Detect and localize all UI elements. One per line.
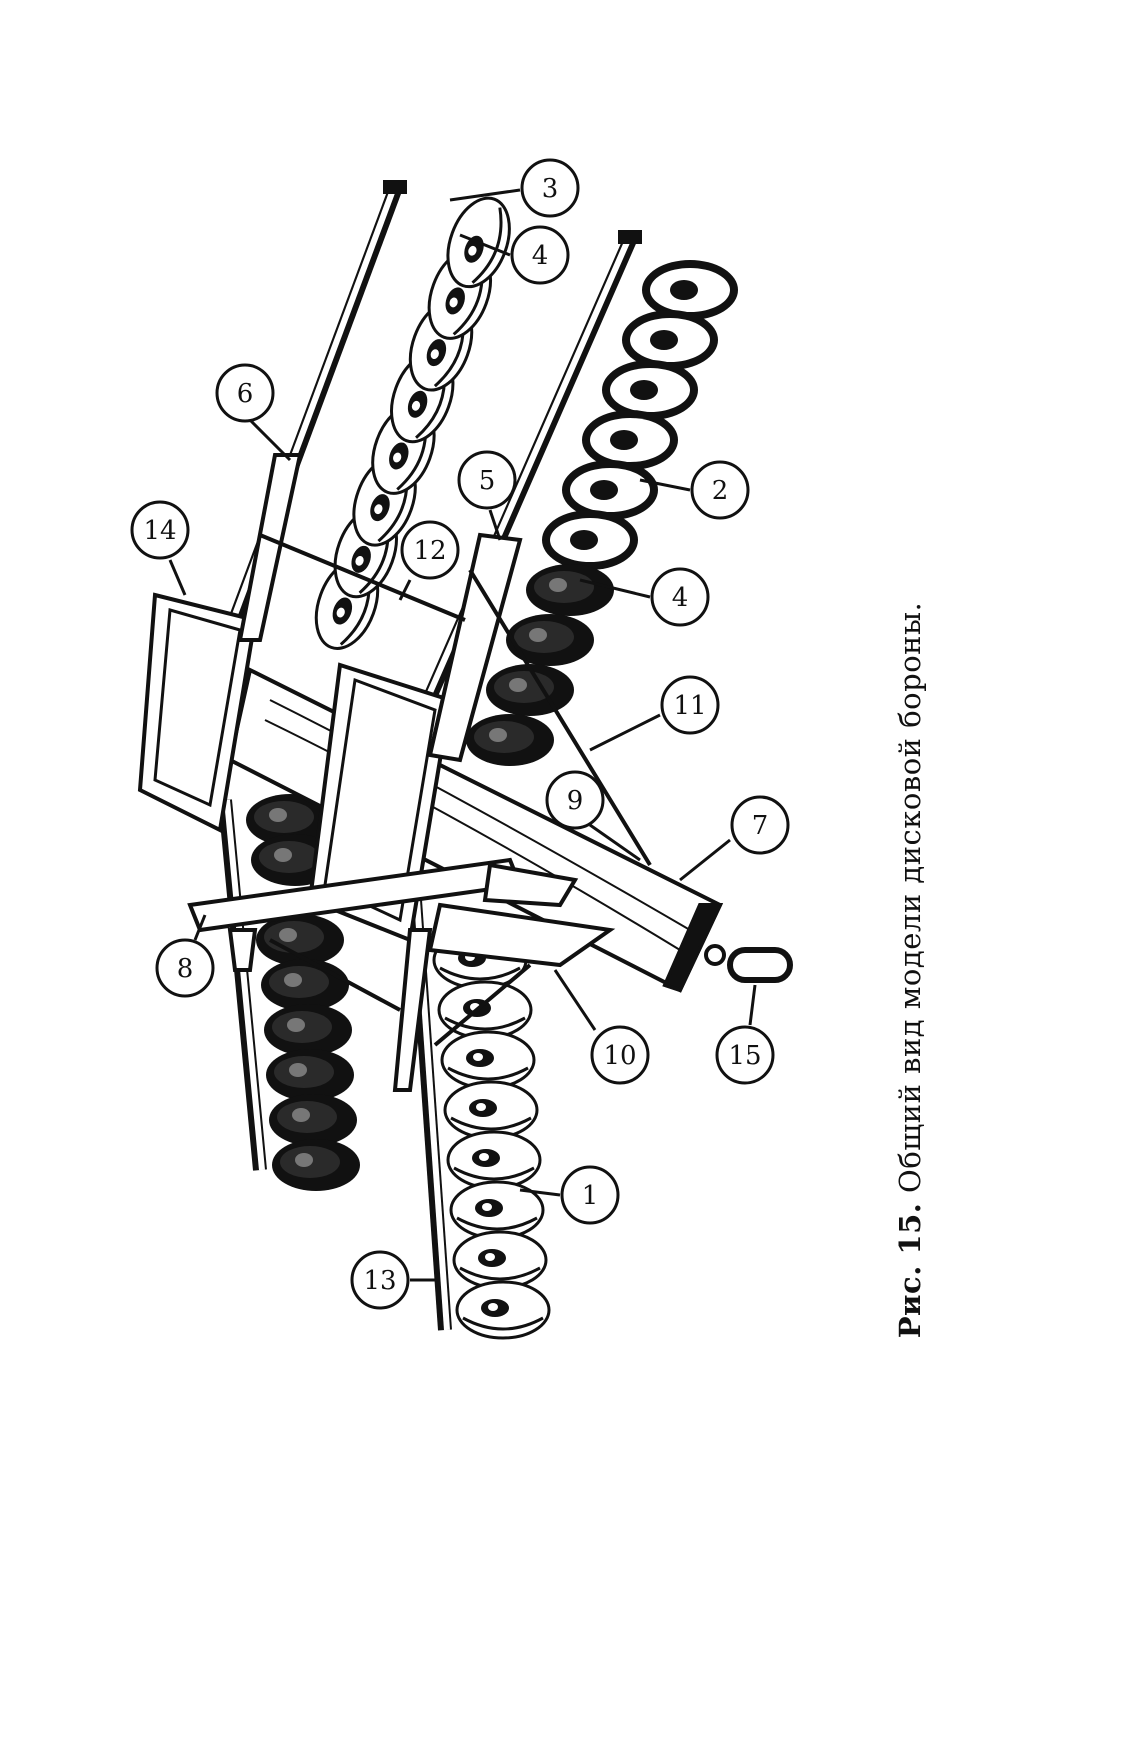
svg-text:13: 13 bbox=[363, 1266, 396, 1296]
lower-left-disc-gang bbox=[218, 794, 360, 1191]
callout-4a: 4 bbox=[459, 225, 570, 285]
svg-text:2: 2 bbox=[712, 476, 729, 506]
svg-text:4: 4 bbox=[672, 583, 689, 613]
figure-caption-container: Рис. 15. Общий вид модели дисковой борон… bbox=[880, 602, 940, 1339]
figure-caption: Рис. 15. Общий вид модели дисковой борон… bbox=[893, 602, 927, 1339]
callout-2: 2 bbox=[639, 460, 750, 520]
callout-11: 11 bbox=[589, 675, 720, 752]
caption-prefix: Рис. 15. bbox=[893, 1202, 927, 1339]
caption-text: Общий вид модели дисковой бороны. bbox=[893, 601, 927, 1193]
callout-5: 5 bbox=[457, 450, 517, 541]
callout-10: 10 bbox=[553, 969, 650, 1085]
svg-text:3: 3 bbox=[542, 174, 559, 204]
callout-7: 7 bbox=[679, 795, 790, 882]
callout-12: 12 bbox=[398, 520, 460, 601]
svg-text:1: 1 bbox=[582, 1181, 599, 1211]
callout-13: 13 bbox=[350, 1250, 435, 1310]
callouts: 1 2 3 4 4 5 6 7 8 9 10 11 12 13 14 bbox=[130, 158, 790, 1310]
callout-3: 3 bbox=[449, 158, 580, 218]
svg-text:9: 9 bbox=[567, 786, 584, 816]
callout-4b: 4 bbox=[579, 567, 710, 627]
svg-text:15: 15 bbox=[728, 1041, 761, 1071]
svg-text:8: 8 bbox=[177, 954, 194, 984]
svg-text:5: 5 bbox=[479, 466, 496, 496]
callout-6: 6 bbox=[215, 363, 292, 462]
svg-text:11: 11 bbox=[673, 691, 706, 721]
svg-text:10: 10 bbox=[603, 1041, 636, 1071]
callout-14: 14 bbox=[130, 500, 190, 596]
callout-8: 8 bbox=[155, 914, 215, 998]
svg-text:7: 7 bbox=[752, 811, 769, 841]
callout-9: 9 bbox=[545, 770, 641, 862]
svg-text:6: 6 bbox=[237, 379, 254, 409]
callout-15: 15 bbox=[715, 984, 775, 1085]
svg-text:14: 14 bbox=[143, 516, 176, 546]
callout-1: 1 bbox=[519, 1165, 620, 1225]
svg-text:4: 4 bbox=[532, 241, 549, 271]
svg-text:12: 12 bbox=[413, 536, 446, 566]
